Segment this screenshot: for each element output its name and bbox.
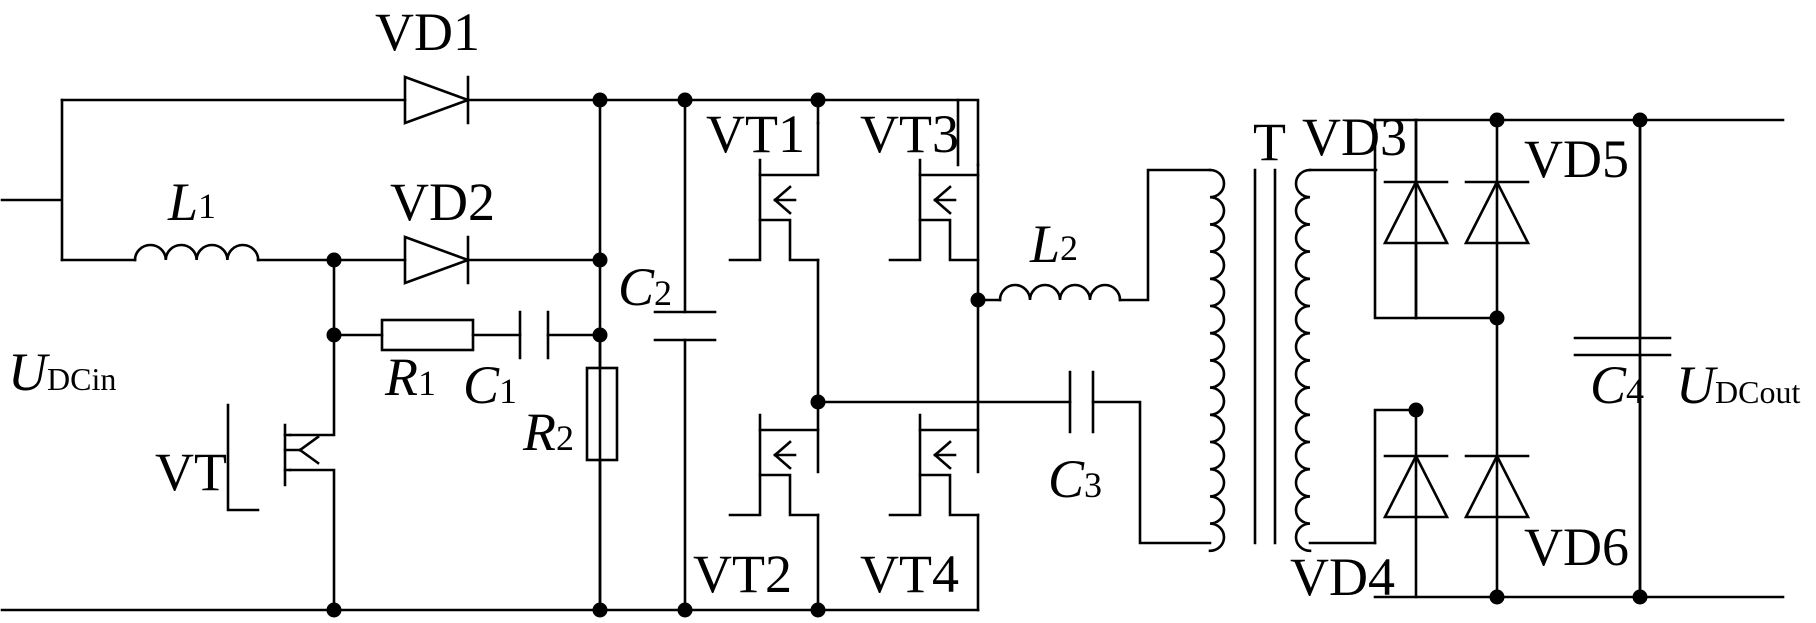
diode-vd1 — [403, 75, 472, 125]
inductor-l1 — [133, 243, 260, 262]
label-vd4: VD4 — [1290, 547, 1395, 607]
label-c2: C2 — [618, 257, 672, 317]
label-vt4: VT4 — [860, 544, 959, 604]
label-vd2: VD2 — [390, 172, 495, 232]
mosfet-vt4 — [888, 413, 980, 517]
transformer-t — [1208, 168, 1312, 553]
label-vd1: VD1 — [375, 2, 480, 62]
junction-dots — [326, 92, 1648, 618]
capacitor-c4 — [1573, 336, 1672, 357]
resistor-r2 — [585, 366, 619, 462]
diode-vd4 — [1382, 453, 1450, 519]
mosfet-vt2 — [728, 413, 820, 517]
label-udc-out: UDCout — [1676, 355, 1800, 415]
label-c4: C4 — [1590, 355, 1644, 415]
label-c1: C1 — [463, 355, 517, 415]
label-vt1: VT1 — [706, 104, 805, 164]
label-t: T — [1253, 112, 1286, 172]
label-r2: R2 — [522, 402, 574, 462]
diode-vd6 — [1463, 453, 1531, 519]
label-vt3: VT3 — [860, 104, 959, 164]
inductor-l2 — [998, 283, 1122, 302]
label-l1: L1 — [167, 172, 216, 232]
label-vd3: VD3 — [1302, 107, 1407, 167]
mosfet-vt — [226, 403, 320, 512]
resistor-r1 — [380, 318, 475, 352]
diode-vd5 — [1463, 179, 1531, 245]
label-r1: R1 — [384, 347, 436, 407]
label-c3: C3 — [1048, 449, 1102, 509]
mosfet-vt1 — [728, 121, 820, 262]
label-udc-in: UDCin — [8, 342, 116, 402]
wiring — [0, 98, 1785, 612]
diode-vd2 — [403, 235, 472, 285]
capacitor-c3 — [1068, 370, 1095, 434]
label-vt2: VT2 — [693, 544, 792, 604]
label-vd5: VD5 — [1524, 129, 1629, 189]
capacitor-c1 — [518, 310, 550, 360]
label-l2: L2 — [1029, 214, 1078, 274]
mosfet-vt3 — [888, 158, 980, 262]
label-vd6: VD6 — [1524, 517, 1629, 577]
diode-vd3 — [1382, 118, 1450, 320]
capacitor-c2 — [653, 310, 717, 342]
label-vt: VT — [155, 442, 227, 502]
